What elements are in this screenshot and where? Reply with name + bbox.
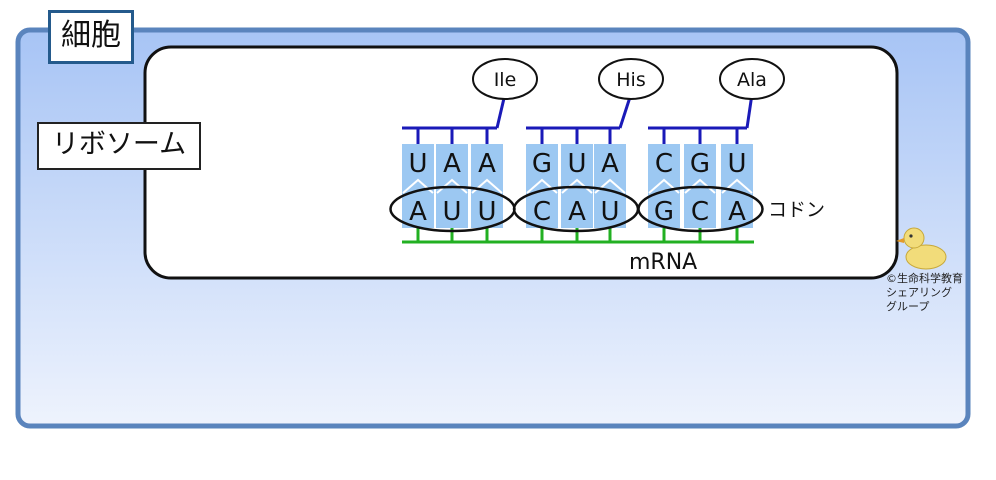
codon-base: C [691, 197, 709, 227]
anticodon-base-block [561, 144, 593, 194]
codon-base-block [402, 194, 434, 228]
amino-acid-label: Ile [494, 69, 517, 91]
anticodon-base-block [436, 144, 468, 194]
anticodon-base-block [402, 144, 434, 194]
base-pair-notch [436, 178, 468, 194]
anticodon-base: U [408, 149, 427, 179]
anticodon-base-block [594, 144, 626, 194]
codon-base-block [526, 194, 558, 228]
codon-label: コドン [768, 199, 825, 221]
codon-base: U [477, 197, 496, 227]
duck-icon [896, 227, 947, 270]
codon-circle [637, 185, 764, 233]
cell-title: 細胞 [48, 10, 134, 64]
anticodon-base: A [443, 149, 461, 179]
codon-base: U [600, 197, 619, 227]
amino-acid-node [719, 58, 785, 100]
codon-base: U [442, 197, 461, 227]
amino-acid-label: Ala [737, 69, 767, 91]
anticodon-base-block [684, 144, 716, 194]
base-pair-notch [561, 178, 593, 194]
amino-acid-node [598, 58, 664, 100]
mrna-label: mRNA [629, 250, 697, 275]
codon-base: A [409, 197, 427, 227]
anticodon-base: A [478, 149, 496, 179]
codon-base-block [684, 194, 716, 228]
base-pair-notch [684, 178, 716, 194]
codon-base: A [728, 197, 746, 227]
credit-text: ©生命科学教育 シェアリング グループ [886, 272, 963, 313]
anticodon-base-block [648, 144, 680, 194]
anticodon-base: A [601, 149, 619, 179]
codon-base: G [654, 197, 674, 227]
codon-base: C [533, 197, 551, 227]
anticodon-base-block [526, 144, 558, 194]
codon-base-block [436, 194, 468, 228]
ribosome-label: リボソーム [37, 122, 201, 170]
codon-base-block [594, 194, 626, 228]
codon-base-block [561, 194, 593, 228]
codon-base-block [471, 194, 503, 228]
anticodon-base: U [567, 149, 586, 179]
anticodon-base: U [727, 149, 746, 179]
amino-acid-node [472, 58, 538, 100]
anticodon-base: G [532, 149, 552, 179]
anticodon-base-block [721, 144, 753, 194]
anticodon-base: C [655, 149, 673, 179]
amino-acid-label: His [616, 69, 645, 91]
codon-base: A [568, 197, 586, 227]
anticodon-base: G [690, 149, 710, 179]
anticodon-base-block [471, 144, 503, 194]
